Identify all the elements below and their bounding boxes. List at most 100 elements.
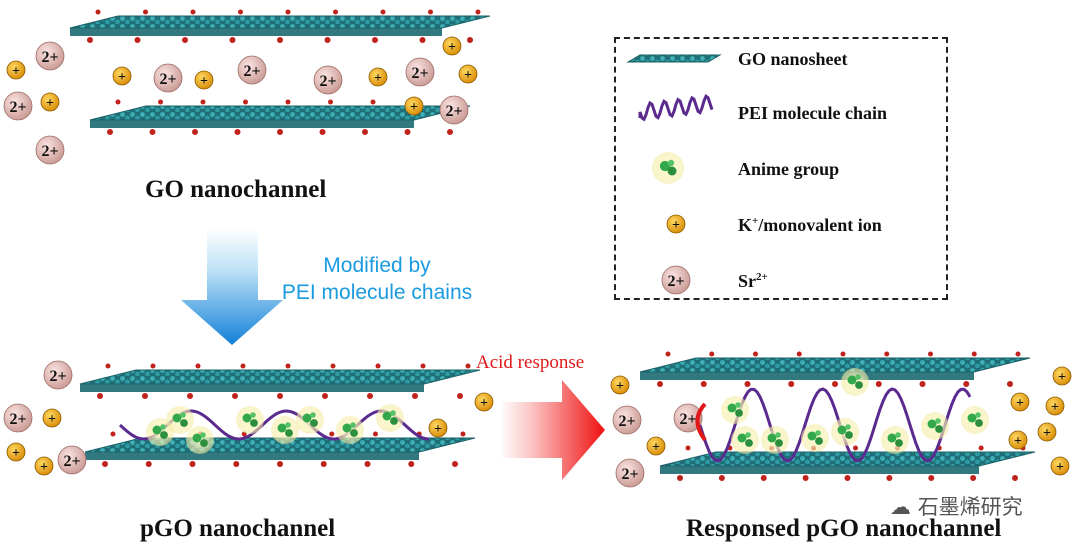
sr-ion-charge: 2+ [445, 103, 462, 120]
go-sr-ion: 2+ [439, 95, 469, 125]
go-top-sheet-oxygen-group [285, 9, 291, 15]
go-bottom-sheet-oxygen-group [404, 129, 411, 135]
go-bottom-sheet-oxygen-group [285, 99, 291, 105]
k-ion-charge: + [1014, 434, 1022, 449]
responsed-top-sheet-oxygen-group [665, 351, 671, 357]
pgo-top-sheet-oxygen-group [375, 363, 381, 369]
responsed-bottom-sheet-oxygen-group [970, 475, 977, 481]
pgo-top-sheet-oxygen-group [330, 363, 336, 369]
responsed-amine-group-4 [881, 426, 909, 454]
sr-ion-charge: 2+ [9, 411, 26, 428]
responsed-top-sheet-edge [640, 372, 974, 380]
k-ion-charge: + [46, 96, 54, 111]
responsed-bottom-sheet-oxygen-group [718, 475, 725, 481]
go-bottom-sheet-oxygen-group [200, 99, 206, 105]
go-top-sheet-oxygen-group [428, 9, 433, 15]
go-sr-ion: 2+ [153, 63, 183, 93]
responsed-bottom-sheet-oxygen-group [802, 475, 809, 481]
responsed-top-sheet-oxygen-group [928, 351, 933, 357]
pgo-top-sheet-oxygen-group [322, 393, 328, 399]
wechat-icon: ☁ [890, 495, 911, 519]
pgo-amine-group-6 [166, 406, 194, 434]
sr-ion-charge: 2+ [63, 453, 80, 470]
go-sheets-layer [69, 9, 1036, 481]
pgo-top-sheet-oxygen-group [367, 393, 373, 399]
pgo-amine-group-4-atom [350, 429, 358, 437]
k-ion-charge: + [200, 74, 208, 89]
sr-ion-charge: 2+ [679, 411, 696, 428]
pgo-amine-group-4 [336, 416, 364, 444]
pgo-sr-ion: 2+ [43, 360, 73, 390]
sr-ion-body [673, 403, 703, 433]
responsed-top-sheet [639, 357, 1031, 373]
responsed-top-sheet-oxygen-group [1007, 381, 1013, 387]
sr-ion-charge: 2+ [49, 368, 66, 385]
responsed-bottom-sheet-oxygen-group [853, 445, 858, 451]
responsed-k-ion: + [1045, 396, 1065, 416]
go-k-ion: + [442, 36, 462, 56]
k-ion-body [666, 214, 686, 234]
responsed-amine-group-1-atom [775, 432, 781, 438]
go-top-sheet-oxygen-group [238, 9, 243, 15]
go-top-sheet-oxygen-group [277, 37, 283, 43]
responsed-top-sheet-oxygen-group [1015, 351, 1021, 357]
responsed-top-sheet-oxygen-group [744, 381, 751, 387]
k-ion-charge: + [374, 71, 382, 86]
responsed-amine-group-5-atom [935, 425, 943, 433]
go-bottom-sheet-oxygen-group [158, 99, 163, 105]
legend-k-charge: + [752, 215, 759, 227]
go-bottom-sheet-oxygen-group [277, 129, 283, 135]
sr-ion-body [313, 65, 343, 95]
k-ion-charge: + [1043, 426, 1051, 441]
go-k-ion: + [194, 70, 214, 90]
k-ion-body [404, 96, 424, 116]
responsed-bottom-sheet-oxygen-group [928, 475, 935, 481]
watermark-text: 石墨烯研究 [917, 495, 1023, 519]
k-ion-charge: + [1056, 460, 1064, 475]
pgo-amine-group-5 [376, 404, 404, 432]
responsed-top-sheet-oxygen-group [919, 381, 926, 387]
pgo-sr-ion: 2+ [57, 445, 87, 475]
responsed-top-sheet-oxygen-group [971, 351, 977, 357]
go-bottom-sheet-oxygen-group [115, 99, 121, 105]
legend-pei-chain-icon [638, 94, 714, 122]
pgo-amine-group-6-atom [172, 413, 182, 423]
go-bottom-sheet-oxygen-group [107, 129, 113, 135]
sr-ion-body [3, 403, 33, 433]
responsed-amine-group-1-atom [775, 439, 783, 447]
responsed-top-sheet-oxygen-group [753, 351, 758, 357]
k-ion-charge: + [12, 446, 20, 461]
pgo-amine-group-2-atom [242, 413, 252, 423]
pgo-amine-group-3-atom [310, 419, 318, 427]
go-sr-ion: 2+ [3, 91, 33, 121]
pgo-bottom-sheet-oxygen-group [110, 431, 116, 437]
modification-label-line2: PEI molecule chains [281, 281, 473, 304]
go-k-ion: + [40, 92, 60, 112]
sr-ion-charge: 2+ [667, 273, 684, 290]
responsed-amine-group-5-atom [935, 418, 941, 424]
responsed-amine-group-1-atom [767, 433, 777, 443]
responsed-amine-group-8-atom [745, 432, 751, 438]
k-ion-charge: + [1051, 400, 1059, 415]
pgo-amine-group-1-atom [200, 439, 208, 447]
responsed-bottom-sheet-oxygen-group [978, 445, 984, 451]
responsed-top-sheet-oxygen-group [796, 351, 802, 357]
responsed-amine-group-4-atom [887, 433, 897, 443]
pgo-k-ion: + [34, 456, 54, 476]
responsed-amine-group-0-atom [735, 402, 741, 408]
responsed-bottom-sheet-oxygen-group [677, 475, 683, 481]
modification-label-line1: Modified by [323, 254, 431, 277]
legend-box: GO nanosheet PEI molecule chain Anime gr… [614, 37, 948, 300]
pgo-top-sheet-oxygen-group [420, 363, 426, 369]
responsed-pgo-caption: Responsed pGO nanochannel [686, 515, 1002, 542]
pgo-bottom-sheet-oxygen-group [189, 461, 196, 467]
legend-amine-icon-atom [667, 166, 677, 176]
responsed-bottom-sheet-oxygen-group [1012, 475, 1018, 481]
go-top-sheet [69, 15, 491, 29]
go-k-ion: + [458, 64, 478, 84]
responsed-sr-ion: 2+ [615, 458, 645, 488]
k-ion-charge: + [464, 68, 472, 83]
go-top-sheet-edge [70, 28, 442, 36]
pgo-top-sheet-oxygen-group [277, 393, 283, 399]
